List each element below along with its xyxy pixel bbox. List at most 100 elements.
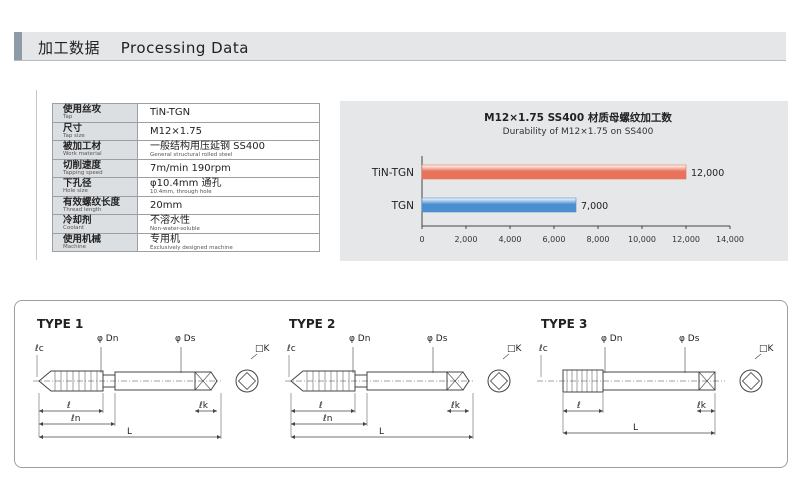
square-drive bbox=[446, 371, 470, 391]
spec-value-cell: 7m/min 190rpm bbox=[137, 158, 320, 178]
spec-value: 不溶水性 bbox=[150, 215, 190, 227]
x-tick-label: 12,000 bbox=[672, 235, 700, 244]
dim-ds: φ Ds bbox=[175, 334, 196, 344]
spec-value-sub: 10.4mm, through hole bbox=[150, 189, 212, 196]
arrowhead bbox=[99, 409, 103, 413]
arrowhead bbox=[711, 431, 715, 435]
dim-dn: φ Dn bbox=[601, 334, 622, 344]
spec-value-sub: General structural rolled steel bbox=[150, 152, 233, 159]
arrowhead bbox=[291, 409, 295, 413]
arrowhead bbox=[563, 409, 567, 413]
dim-ds: φ Ds bbox=[679, 334, 700, 344]
spec-label-ja: 使用丝攻 bbox=[63, 104, 102, 116]
spec-label-ja: 尺寸 bbox=[63, 122, 83, 134]
dim-lk: ℓk bbox=[450, 401, 461, 411]
data-label: 7,000 bbox=[581, 201, 608, 212]
dim-lc: ℓc bbox=[286, 344, 296, 354]
arrowhead bbox=[465, 409, 469, 413]
dim-dn: φ Dn bbox=[97, 334, 118, 344]
arrowhead bbox=[447, 409, 451, 413]
spec-label-ja: 有效螺纹长度 bbox=[63, 196, 121, 208]
spec-value: 20mm bbox=[150, 199, 183, 211]
dim-L: L bbox=[633, 423, 638, 433]
bar bbox=[421, 164, 687, 180]
arrowhead bbox=[469, 435, 473, 439]
dim-k: □K bbox=[507, 344, 523, 354]
spec-label-ja: 下孔径 bbox=[63, 178, 92, 190]
spec-value: φ10.4mm 通孔 bbox=[150, 178, 222, 190]
dim-L: L bbox=[379, 427, 384, 437]
dim-l: ℓ bbox=[318, 401, 323, 411]
x-tick-label: 2,000 bbox=[455, 235, 478, 244]
arrowhead bbox=[39, 422, 43, 426]
section-title: 加工数据 Processing Data bbox=[38, 39, 249, 57]
end-view-square bbox=[237, 371, 257, 391]
category-label: TiN-TGN bbox=[371, 167, 414, 179]
dim-ds: φ Ds bbox=[427, 334, 448, 344]
dim-lk: ℓk bbox=[198, 401, 209, 411]
dim-dn: φ Dn bbox=[349, 334, 370, 344]
arrowhead bbox=[195, 409, 199, 413]
end-view-circle bbox=[235, 369, 259, 393]
end-view-square bbox=[741, 371, 761, 391]
end-view-circle bbox=[739, 369, 763, 393]
dim-l: ℓ bbox=[576, 401, 581, 411]
x-tick-label: 4,000 bbox=[499, 235, 522, 244]
square-drive bbox=[194, 371, 218, 391]
spec-label-en: Machine bbox=[63, 243, 87, 250]
dim-k: □K bbox=[759, 344, 775, 354]
spec-value-sub: Exclusively designed machine bbox=[150, 244, 233, 251]
x-tick-label: 14,000 bbox=[716, 235, 744, 244]
arrowhead bbox=[111, 422, 115, 426]
dim-L: L bbox=[127, 427, 132, 437]
spec-value: M12×1.75 bbox=[150, 125, 202, 137]
spec-label-ja: 被加工材 bbox=[63, 141, 102, 153]
dim-l: ℓ bbox=[66, 401, 71, 411]
header-accent-bar bbox=[14, 32, 22, 60]
x-tick-label: 0 bbox=[419, 235, 424, 244]
x-tick-label: 8,000 bbox=[587, 235, 610, 244]
arrowhead bbox=[291, 422, 295, 426]
arrowhead bbox=[217, 435, 221, 439]
spec-value-cell: 20mm bbox=[137, 195, 320, 215]
spec-value: 一般结构用压延钢 SS400 bbox=[150, 141, 265, 153]
spec-label-en: Hole size bbox=[63, 188, 88, 195]
spec-value: 7m/min 190rpm bbox=[150, 162, 231, 174]
dim-k: □K bbox=[255, 344, 271, 354]
type-label: TYPE 1 bbox=[37, 317, 83, 331]
dim-lc: ℓc bbox=[538, 344, 548, 354]
type-label: TYPE 2 bbox=[289, 317, 335, 331]
section-header: 加工数据 Processing Data bbox=[14, 32, 786, 61]
arrowhead bbox=[711, 409, 715, 413]
dim-ln: ℓn bbox=[322, 414, 332, 424]
spec-value-cell: TiN-TGN bbox=[137, 103, 320, 123]
arrowhead bbox=[351, 409, 355, 413]
arrowhead bbox=[291, 435, 295, 439]
spec-label-en: Thread length bbox=[63, 206, 102, 213]
table-frame bbox=[36, 90, 327, 260]
dim-ln: ℓn bbox=[70, 414, 80, 424]
end-view-circle bbox=[487, 369, 511, 393]
spec-label-en: Tapping speed bbox=[63, 169, 103, 176]
spec-label-ja: 切削速度 bbox=[63, 159, 102, 171]
category-label: TGN bbox=[391, 200, 414, 212]
